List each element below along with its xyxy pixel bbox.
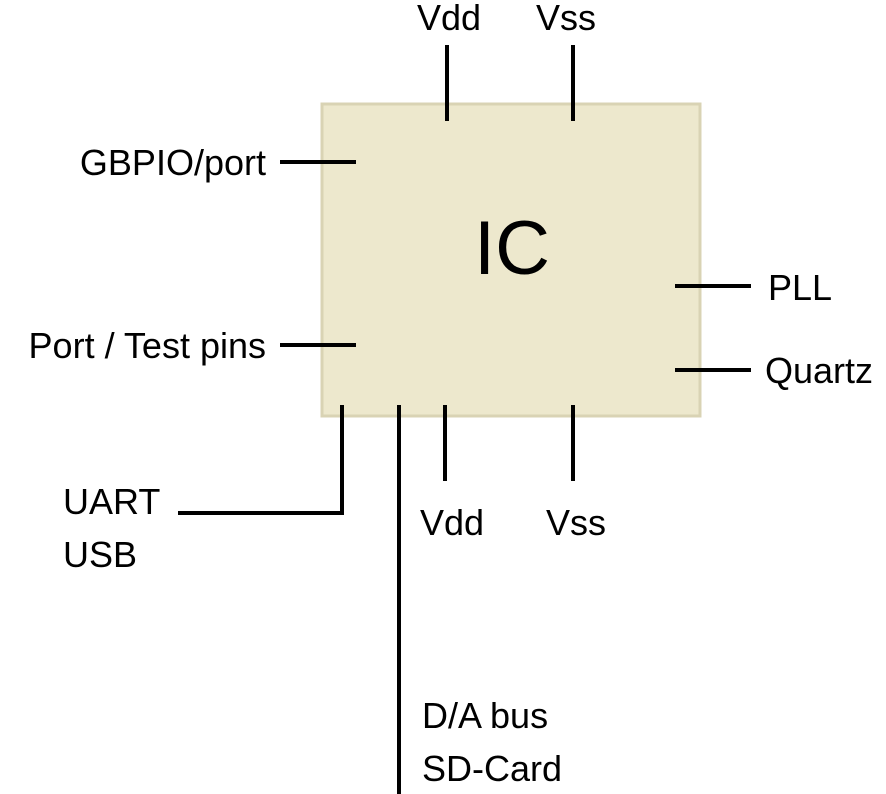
- sd-card-label: SD-Card: [422, 748, 562, 789]
- quartz-label: Quartz: [765, 350, 873, 391]
- usb-label: USB: [63, 534, 137, 575]
- top-vss-label: Vss: [536, 0, 596, 38]
- da-bus-label: D/A bus: [422, 695, 548, 736]
- uart-label: UART: [63, 481, 160, 522]
- ic-chip-body: [320, 102, 702, 418]
- bottom-vdd-label: Vdd: [420, 502, 484, 543]
- port-test-label: Port / Test pins: [29, 325, 266, 366]
- uart-usb-pin-line: [178, 405, 344, 515]
- gbpio-label: GBPIO/port: [80, 142, 266, 183]
- bottom-vss-label: Vss: [546, 502, 606, 543]
- top-vdd-label: Vdd: [417, 0, 481, 38]
- pll-label: PLL: [768, 267, 832, 308]
- ic-chip-title: IC: [474, 206, 550, 291]
